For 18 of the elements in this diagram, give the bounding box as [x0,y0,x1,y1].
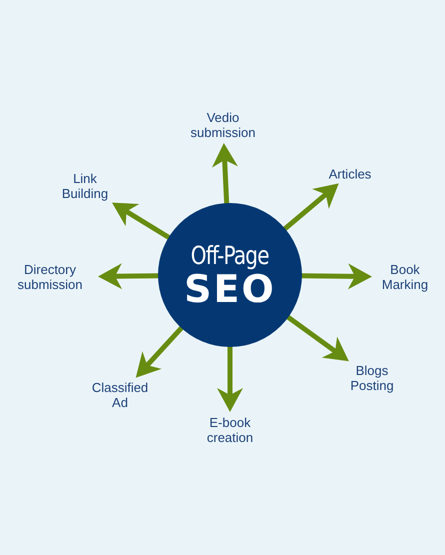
topic-label: Vedio submission [183,110,263,140]
arrow [112,202,172,241]
topic-label: Blogs Posting [342,363,402,393]
hub-heading: SEO [184,270,276,308]
arrow [282,183,339,232]
topic-label: Directory submission [5,262,95,292]
arrow [98,263,160,290]
arrow [285,314,349,362]
arrow [300,263,372,290]
arrow [136,324,185,378]
topic-label: E-book creation [195,415,265,445]
topic-label: Classified Ad [85,380,155,410]
arrow [212,143,238,206]
topic-label: Book Marking [375,262,435,292]
topic-label: Link Building [55,171,115,201]
topic-label: Articles [320,166,380,182]
hub-title: Off-Page [191,242,269,270]
arrow [217,345,243,412]
